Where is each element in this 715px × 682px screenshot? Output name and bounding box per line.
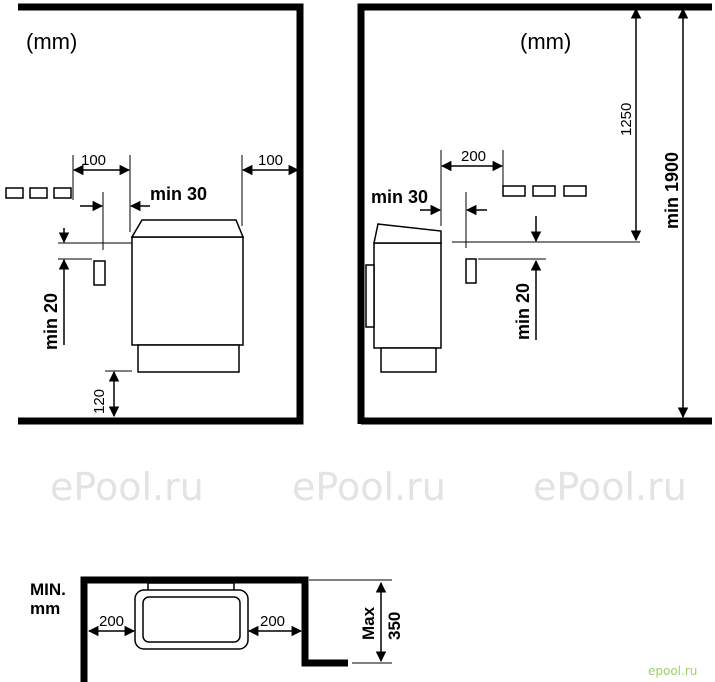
right-panel: (mm) — [357, 3, 712, 425]
right-height-total-label: min 1900 — [662, 152, 682, 229]
left-min-side-label: min 30 — [150, 184, 207, 204]
bottom-label-line1: MIN. — [30, 580, 66, 599]
bottom-extension-lines — [309, 579, 392, 664]
watermark-1: ePool.ru — [50, 465, 204, 509]
right-heater — [365, 223, 442, 373]
watermark-3: ePool.ru — [533, 465, 687, 509]
right-wall-outline — [357, 3, 712, 424]
bottom-dimension-arrows — [87, 581, 387, 663]
left-dimension-arrows — [58, 164, 300, 418]
right-extension-lines — [440, 6, 690, 260]
left-dim-top-left: 100 — [81, 152, 106, 169]
left-wall-outline — [18, 3, 304, 425]
bottom-heater — [134, 582, 249, 650]
watermark-2: ePool.ru — [292, 465, 446, 509]
right-dim-top-label: 200 — [461, 148, 486, 165]
left-min-sensor-label: min 20 — [41, 293, 61, 350]
corner-watermark: epool.ru — [648, 664, 697, 678]
left-panel: (mm) — [5, 3, 304, 425]
right-height-sensor-label: 1250 — [618, 103, 635, 136]
left-floor-gap-label: 120 — [91, 389, 108, 414]
right-dimension-arrows — [420, 7, 689, 419]
right-min-side-label: min 30 — [371, 187, 428, 207]
left-unit-label: (mm) — [26, 29, 77, 54]
left-vent-group — [5, 187, 72, 199]
bottom-label-line2: mm — [30, 599, 60, 618]
bottom-dim-right: 200 — [260, 613, 285, 630]
right-sensor — [465, 258, 477, 284]
left-sensor — [93, 260, 106, 286]
bottom-plan-view: MIN. mm 200 200 Max 350 — [30, 576, 404, 682]
bottom-wall-outline — [80, 576, 348, 682]
left-dim-top-right: 100 — [258, 152, 283, 169]
right-vent-group — [502, 185, 587, 197]
bottom-dim-left: 200 — [99, 613, 124, 630]
right-min-sensor-label: min 20 — [513, 283, 533, 340]
right-unit-label: (mm) — [520, 29, 571, 54]
left-heater — [130, 219, 245, 373]
bottom-depth-word: Max — [359, 606, 378, 640]
bottom-depth-value: 350 — [385, 612, 404, 640]
